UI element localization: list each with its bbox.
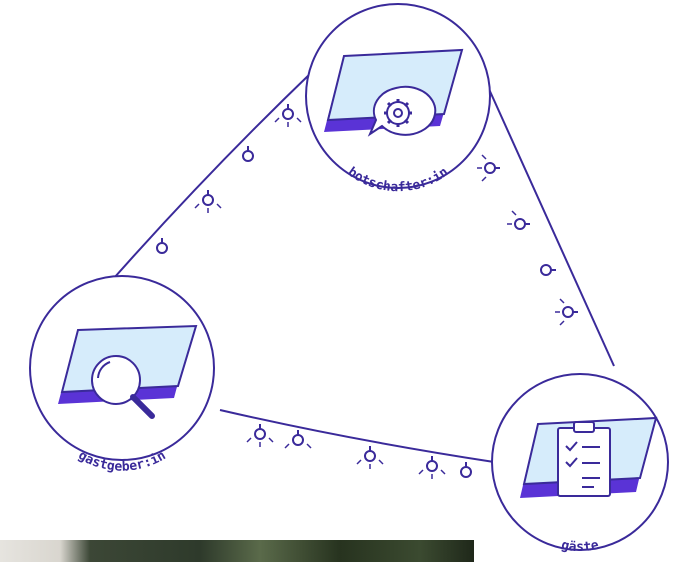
clipboard-checklist-icon [558, 422, 610, 496]
bulb [419, 456, 445, 479]
gaeste-label: gäste [560, 538, 601, 555]
garland-botschafter-gaeste [484, 78, 614, 366]
bulb [243, 146, 253, 161]
bulb [285, 430, 311, 448]
bulb [357, 446, 383, 469]
bulb [275, 104, 301, 127]
bulb [541, 265, 556, 275]
bulb [555, 299, 578, 325]
bulb [247, 424, 273, 447]
node-gastgeber: gastgeber:in [30, 276, 214, 475]
node-botschafter: botschafter:in [306, 4, 490, 195]
garland-botschafter-gastgeber [114, 72, 312, 278]
bulb [195, 190, 221, 213]
bulb [477, 155, 500, 181]
bulb [157, 238, 167, 253]
node-gaeste: gäste [492, 374, 668, 555]
landscape-photo [0, 540, 474, 562]
bulb [507, 211, 530, 229]
bulb [461, 462, 471, 477]
